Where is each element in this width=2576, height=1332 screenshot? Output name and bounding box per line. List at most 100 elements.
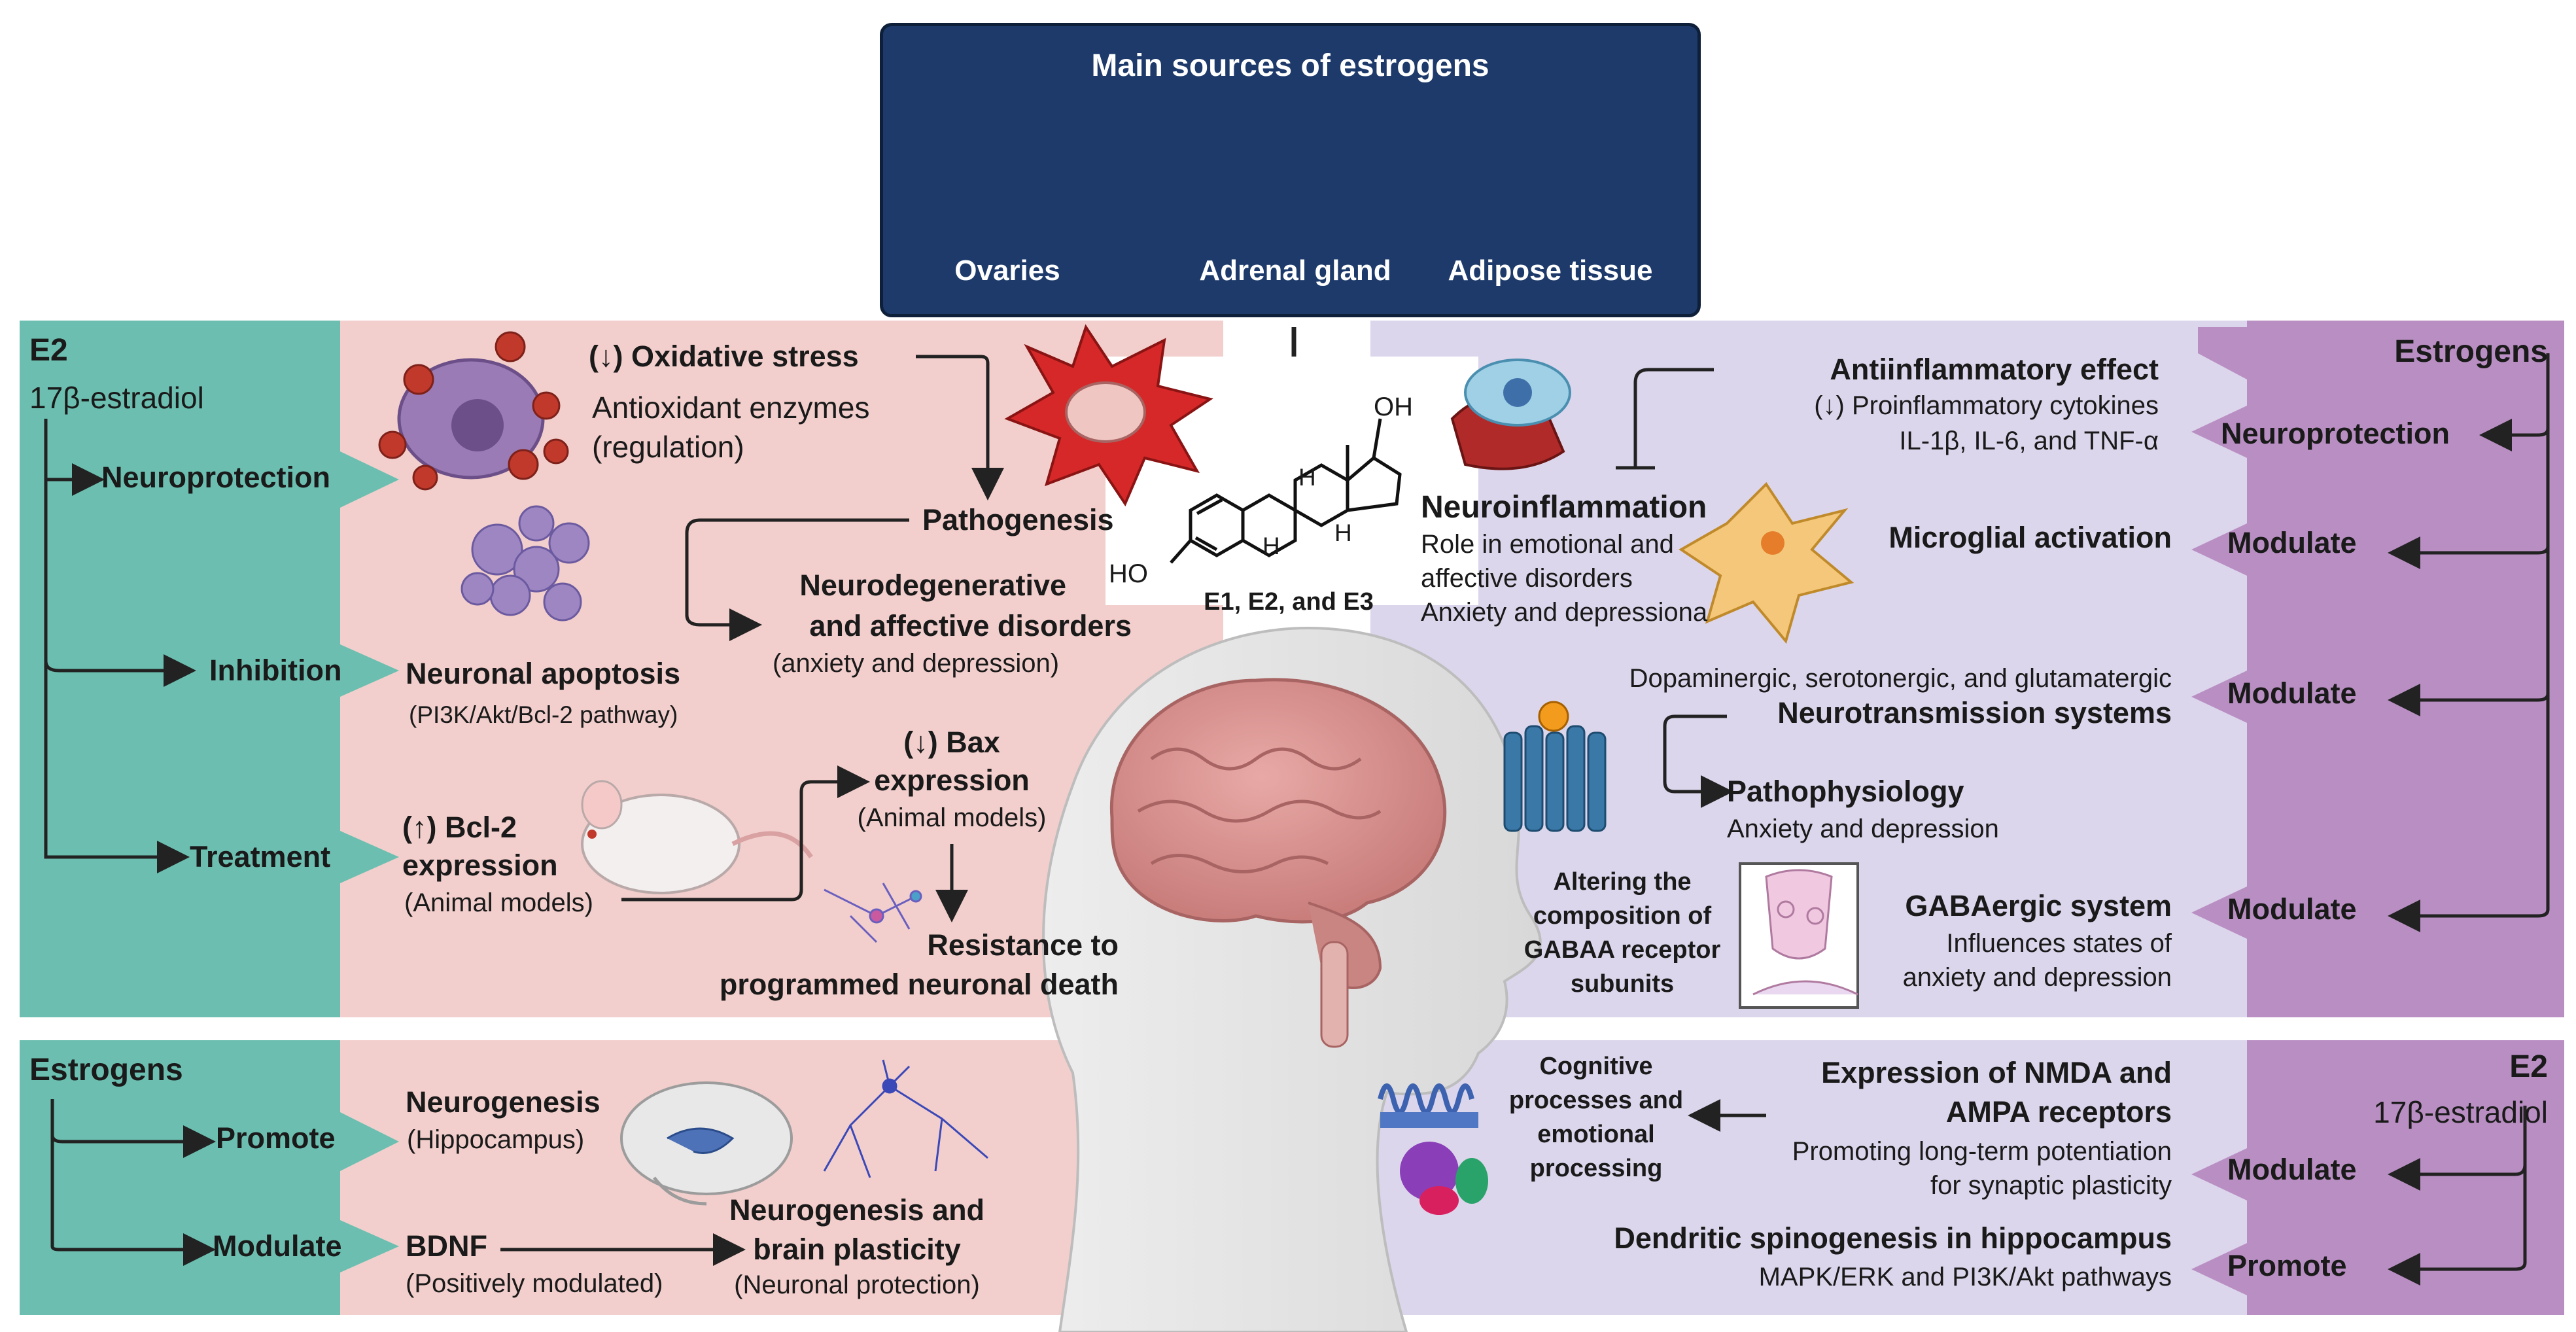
neuron-network-icon [824, 883, 922, 943]
molecule-h3: H [1334, 519, 1352, 546]
tr-dopa: Dopaminergic, serotonergic, and glutamat… [1629, 664, 2172, 693]
br-promote: Promote [2227, 1249, 2347, 1282]
bl-plasticity-2: brain plasticity [753, 1233, 961, 1266]
tr-modulate-2: Modulate [2227, 676, 2357, 710]
br-ltp-2: for synaptic plasticity [1930, 1171, 2172, 1200]
tl-oxidative-stress: (↓) Oxidative stress [589, 340, 859, 373]
tl-resistance-2: programmed neuronal death [719, 968, 1119, 1001]
tl-resistance-1: Resistance to [927, 928, 1119, 962]
tr-gaba: GABAergic system [1905, 889, 2172, 922]
source-adipose-label: Adipose tissue [1448, 254, 1653, 287]
source-ovaries-label: Ovaries [954, 254, 1060, 287]
bl-modulate: Modulate [213, 1229, 342, 1263]
tr-anti-2: IL-1β, IL-6, and TNF-α [1899, 427, 2159, 455]
br-cog-1: Cognitive [1539, 1053, 1653, 1080]
tl-inhibition: Inhibition [209, 654, 342, 687]
stressed-brain-burst-icon [1004, 324, 1213, 507]
bl-plasticity-3: (Neuronal protection) [734, 1271, 980, 1299]
bottom-left-estrogens-panel [20, 1040, 340, 1315]
source-adrenal-label: Adrenal gland [1199, 254, 1391, 287]
molecule-ho-label: HO [1109, 559, 1148, 588]
br-cog-3: emotional [1537, 1121, 1655, 1148]
tl-bcl2-2: expression [402, 849, 558, 882]
brain-illustration [1109, 678, 1447, 1048]
tl-antioxidant-1: Antioxidant enzymes [592, 391, 870, 425]
br-modulate: Modulate [2227, 1153, 2357, 1186]
tr-neurotrans: Neurotransmission systems [1777, 696, 2172, 729]
molecule-h2: H [1298, 464, 1316, 491]
tl-antioxidant-2: (regulation) [592, 430, 744, 464]
tr-altering-4: subunits [1570, 970, 1675, 998]
gpcr-receptor-icon [1503, 701, 1607, 832]
tr-ni-3: Anxiety and depressiona [1421, 598, 1708, 627]
estrogen-sources-box [880, 23, 1701, 317]
tr-anti-title: Antiinflammatory effect [1830, 353, 2159, 386]
inflamed-blood-vessel-icon [1450, 359, 1571, 470]
tl-bax-2: expression [874, 763, 1030, 797]
sources-title: Main sources of estrogens [1091, 48, 1489, 83]
purple-arrow-tabs [2198, 327, 2247, 379]
br-dendritic: Dendritic spinogenesis in hippocampus [1614, 1221, 2172, 1255]
tl-bcl2-1: (↑) Bcl-2 [402, 811, 517, 844]
tr-altering-2: composition of [1533, 902, 1712, 930]
molecule-h1: H [1262, 533, 1280, 559]
tr-ni-2: affective disorders [1421, 564, 1633, 593]
tr-neuroprotection: Neuroprotection [2221, 417, 2450, 450]
tr-anti-1: (↓) Proinflammatory cytokines [1814, 391, 2159, 420]
tr-gaba-2: anxiety and depression [1902, 963, 2172, 992]
microglia-cell-icon [1679, 482, 1854, 644]
tl-bcl2-3: (Animal models) [404, 888, 593, 917]
tl-treatment: Treatment [190, 840, 331, 873]
br-e2-full: 17β-estradiol [2373, 1095, 2548, 1129]
tl-bax-3: (Animal models) [857, 803, 1047, 832]
tr-modulate-3: Modulate [2227, 892, 2357, 926]
molecule-caption: E1, E2, and E3 [1204, 588, 1374, 616]
neuron-dendrite-icon [823, 1059, 988, 1178]
tr-estrogens-label: Estrogens [2394, 334, 2548, 369]
molecule-oh-label: OH [1374, 393, 1413, 421]
tl-e2-full: 17β-estradiol [29, 381, 204, 415]
bl-neurogenesis: Neurogenesis [406, 1085, 600, 1119]
apoptotic-cell-icon [461, 505, 590, 622]
tr-patho: Pathophysiology [1727, 775, 1964, 808]
br-ltp-1: Promoting long-term potentiation [1792, 1137, 2172, 1166]
br-e2-label: E2 [2509, 1049, 2548, 1084]
bottom-right-effects-panel [1348, 1040, 2247, 1315]
tl-apoptosis: Neuronal apoptosis [406, 657, 681, 690]
tr-neuroinflammation: Neuroinflammation [1421, 490, 1707, 525]
hippocampus-brain-icon [620, 1081, 793, 1206]
gabaa-synapse-icon [1739, 862, 1859, 1009]
bl-promote: Promote [216, 1121, 336, 1155]
tl-e2-label: E2 [29, 333, 68, 368]
tr-patho-sub: Anxiety and depression [1727, 815, 1999, 843]
nmda-receptor-icon [1378, 1083, 1488, 1215]
bl-plasticity-1: Neurogenesis and [729, 1193, 985, 1227]
steroid-molecule-structure [1170, 418, 1402, 564]
bl-bdnf-sub: (Positively modulated) [406, 1269, 663, 1298]
tr-gaba-1: Influences states of [1946, 929, 2172, 958]
tl-apoptosis-path: (PI3K/Akt/Bcl-2 pathway) [409, 701, 678, 728]
tr-microglial: Microglial activation [1888, 521, 2172, 554]
tl-neurodeg-3: (anxiety and depression) [772, 649, 1060, 678]
tl-neurodeg-1: Neurodegenerative [799, 569, 1066, 602]
bl-hippocampus: (Hippocampus) [407, 1125, 585, 1154]
tl-pathogenesis: Pathogenesis [922, 503, 1114, 536]
bl-bdnf: BDNF [406, 1229, 487, 1263]
br-nmda-2: AMPA receptors [1945, 1095, 2172, 1129]
tr-altering-3: GABAA receptor [1523, 936, 1721, 964]
br-mapk: MAPK/ERK and PI3K/Akt pathways [1758, 1263, 2172, 1291]
tr-modulate-1: Modulate [2227, 526, 2357, 559]
oxidative-cell-icon [378, 331, 569, 491]
tr-ni-1: Role in emotional and [1421, 530, 1674, 559]
br-cog-2: processes and [1508, 1087, 1684, 1114]
tl-bax-1: (↓) Bax [903, 726, 1000, 759]
tl-neuroprotection: Neuroprotection [101, 461, 331, 494]
tr-altering-1: Altering the [1553, 868, 1692, 896]
bl-estrogens-label: Estrogens [29, 1053, 183, 1087]
br-cog-4: processing [1529, 1155, 1663, 1182]
br-nmda-1: Expression of NMDA and [1821, 1056, 2172, 1089]
lab-mouse-icon [581, 780, 813, 894]
tl-neurodeg-2: and affective disorders [809, 609, 1132, 642]
